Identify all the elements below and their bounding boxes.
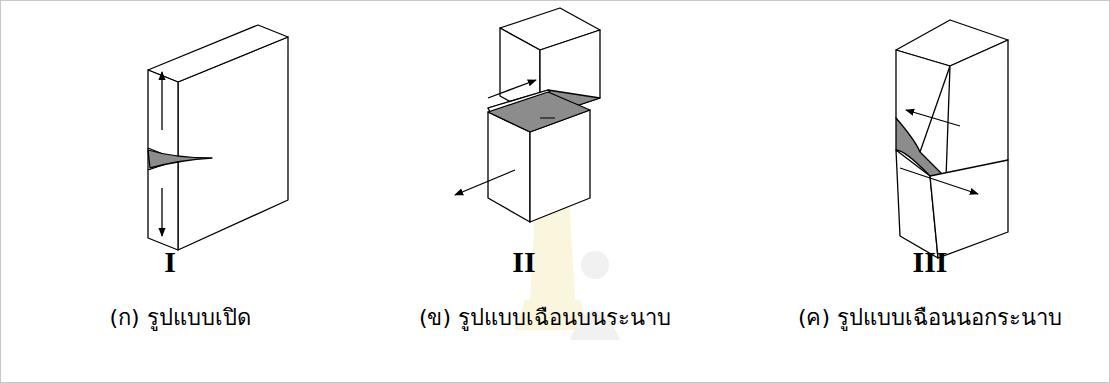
- mode-one-block: [148, 25, 288, 250]
- mode-three-block: [896, 20, 1008, 258]
- mode-numeral: II: [512, 244, 535, 280]
- mode-caption: (ค) รูปแบบเฉือนนอกระนาบ: [798, 305, 1062, 331]
- mode-numeral: I: [164, 244, 176, 280]
- mode-caption: (ก) รูปแบบเปิด: [109, 305, 250, 331]
- mode-caption: (ข) รูปแบบเฉือนบนระนาบ: [419, 305, 671, 331]
- mode-numeral: III: [912, 244, 947, 280]
- mode-two-block: [455, 8, 600, 222]
